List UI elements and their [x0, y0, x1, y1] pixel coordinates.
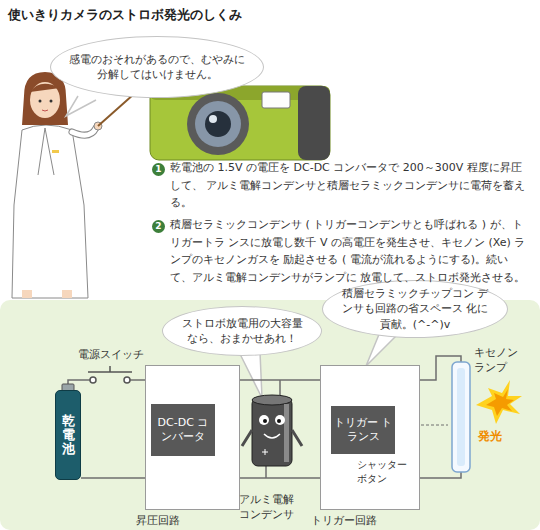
power-switch [124, 377, 130, 383]
teacher-figure [72, 128, 96, 135]
battery: 乾電池 [55, 390, 81, 480]
speech-bubble: ストロボ放電用の大容量 なら、おまかせあれ！ [162, 306, 322, 356]
label-text: 2 [155, 221, 161, 231]
xenon-lamp [457, 368, 465, 466]
dc-dc-converter-box: DC-DC コンバータ [151, 404, 215, 456]
teacher-figure [22, 290, 32, 298]
node-text: 積層セラミックチップコン デンサも回路の省スペース 化に貢献。(^-^)v [337, 286, 493, 332]
part-label: キセノン ランプ [474, 346, 530, 376]
title-text: 使いきりカメラのストロボ発光のしくみ [8, 7, 242, 22]
electrolytic-capacitor [252, 398, 292, 466]
label-text: 乾電池の 1.5V の電圧を DC-DC コンバータで 200～300V 程度に… [170, 161, 526, 209]
camera-illustration [195, 101, 241, 147]
flash-burst [476, 380, 522, 424]
electrolytic-capacitor [242, 430, 302, 446]
speech-bubble: 感電のおそれがあるので、むやみに 分解してはいけません。 [50, 36, 264, 98]
trigger-transformer-box: トリガー トランス [331, 406, 395, 454]
camera-illustration [209, 115, 217, 123]
teacher-figure [72, 128, 96, 135]
teacher-figure [62, 290, 72, 298]
teacher-figure [30, 84, 60, 92]
node-text: DC-DC コンバータ [153, 416, 213, 445]
callout-number: 2 [152, 220, 165, 233]
callout-number: 1 [152, 163, 165, 176]
bubble-tail [240, 352, 262, 398]
node-text: 感電のおそれがあるので、むやみに 分解してはいけません。 [65, 52, 249, 83]
electrolytic-capacitor [263, 419, 267, 423]
camera-illustration [205, 111, 231, 137]
label-text: アルミ電解 コンデンサ [239, 493, 294, 521]
teacher-figure [42, 110, 48, 111]
label-text: シャッター ボタン [357, 459, 407, 484]
flash-label: 発光 [478, 428, 502, 444]
wire-connector [240, 477, 320, 479]
box-heading: 昇圧回路 [136, 514, 180, 527]
teacher-figure [98, 94, 134, 126]
wire [420, 472, 461, 478]
camera-illustration [298, 86, 330, 160]
electrolytic-capacitor [264, 434, 280, 438]
part-label: シャッター ボタン [357, 458, 415, 485]
electrolytic-capacitor [284, 404, 289, 462]
electrolytic-capacitor [252, 395, 292, 405]
boost-circuit-box: 昇圧回路DC-DC コンバータ [145, 365, 240, 510]
xenon-lamp [452, 362, 470, 472]
electrolytic-capacitor [275, 415, 285, 425]
teacher-figure [52, 150, 59, 153]
teacher-figure [39, 100, 42, 103]
camera-illustration [187, 93, 249, 155]
explanation-text: 乾電池の 1.5V の電圧を DC-DC コンバータで 200～300V 程度に… [170, 159, 530, 212]
wire [68, 380, 90, 384]
wire-connector [81, 477, 145, 479]
flash-burst [476, 380, 522, 424]
electrolytic-capacitor [242, 395, 302, 466]
teacher-figure [38, 128, 54, 175]
speech-bubble: 積層セラミックチップコン デンサも回路の省スペース 化に貢献。(^-^)v [322, 280, 508, 338]
node-text: ストロボ放電用の大容量 なら、おまかせあれ！ [177, 316, 307, 347]
power-switch [109, 366, 111, 372]
label-text: 1 [155, 164, 161, 174]
trigger-circuit-box: トリガー回路トリガー トランス [320, 365, 420, 510]
electrolytic-capacitor [259, 415, 269, 425]
label-text: キセノン ランプ [474, 346, 518, 374]
label-text: 発光 [478, 429, 502, 443]
title: 使いきりカメラのストロボ発光のしくみ [8, 6, 242, 24]
node-text: トリガー トランス [333, 416, 393, 445]
part-label: アルミ電解 コンデンサ [234, 493, 298, 523]
camera-illustration [262, 92, 290, 108]
teacher-figure [12, 72, 134, 298]
electrolytic-capacitor [262, 449, 268, 455]
box-heading: トリガー回路 [311, 514, 377, 527]
electrolytic-capacitor [277, 419, 281, 423]
explanation-text: 積層セラミックコンデンサ ( トリガーコンデンサとも呼ばれる ) が、トリガート… [170, 216, 530, 286]
flash-burst [486, 389, 514, 416]
teacher-figure [50, 100, 53, 103]
bubble-tail [66, 96, 96, 116]
teacher-figure [12, 125, 88, 298]
xenon-lamp [452, 362, 470, 472]
wire [130, 379, 145, 381]
label-text: 積層セラミックコンデンサ ( トリガーコンデンサとも呼ばれる ) が、トリガート… [170, 218, 526, 284]
power-switch [88, 366, 132, 383]
wire [265, 466, 267, 478]
power-switch [90, 377, 96, 383]
teacher-figure [30, 82, 60, 118]
vertical-text: 乾電池 [62, 414, 75, 457]
label-text: 電源スイッチ [78, 348, 144, 361]
part-label: 電源スイッチ [78, 348, 144, 363]
